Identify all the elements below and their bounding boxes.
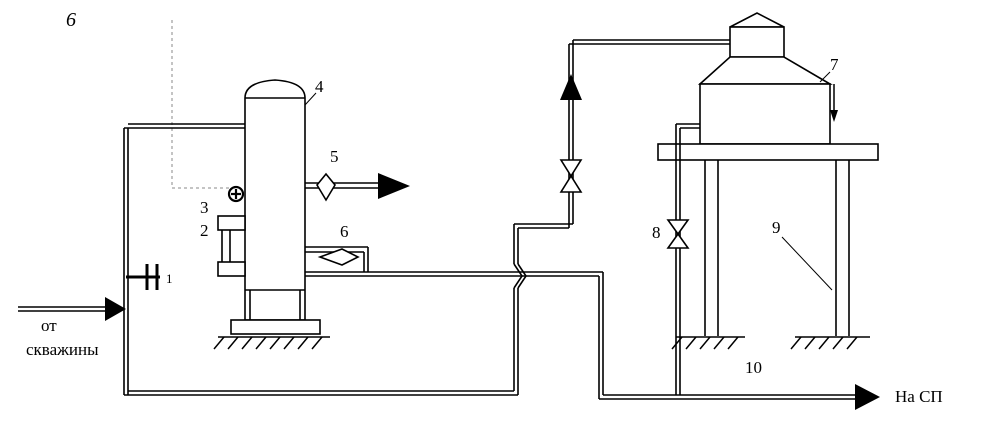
- outlet-label: На СП: [895, 387, 943, 406]
- ground-leg-right: [790, 336, 870, 350]
- inlet-label: от скважины: [26, 316, 99, 359]
- riser-valve: [559, 159, 583, 193]
- label-2: 2: [200, 221, 209, 240]
- drain-line-8: [675, 123, 700, 395]
- tank-internal-arrow: [830, 110, 838, 122]
- ground-separator: [213, 336, 330, 350]
- label-8: 8: [652, 223, 661, 242]
- control-signal-line: [171, 20, 238, 189]
- corner-mark: 6: [66, 9, 76, 31]
- label-6: 6: [340, 222, 349, 241]
- device-2: [217, 215, 246, 277]
- gauge-3: [227, 185, 245, 203]
- inlet-label-line1: от: [41, 316, 57, 335]
- valve-1: [126, 264, 160, 290]
- label-9: 9: [772, 218, 781, 237]
- label-4: 4: [315, 77, 324, 96]
- label-5: 5: [330, 147, 339, 166]
- label-1: 1: [166, 271, 173, 286]
- flowmeter-5: [316, 172, 336, 202]
- liquid-pipe-6: [305, 246, 860, 400]
- outlet-arrow: [855, 384, 880, 410]
- gas-outlet-arrow: [378, 173, 410, 199]
- label-7: 7: [830, 55, 839, 74]
- separator-leader-4: [304, 92, 317, 106]
- tank-7: [657, 12, 879, 161]
- riser-arrow: [560, 74, 582, 100]
- ground-leg-left: [671, 336, 745, 350]
- gas-outlet-pipe-5: [305, 182, 380, 189]
- leg-leader-9: [781, 236, 833, 291]
- return-pipe: [513, 39, 762, 395]
- separator-vessel: [230, 79, 321, 335]
- tower-legs: [704, 160, 850, 336]
- flowmeter-6: [317, 248, 360, 266]
- valve-8: [666, 219, 690, 249]
- inlet-label-line2: скважины: [26, 340, 99, 359]
- inlet-arrow: [105, 297, 126, 321]
- tank-leader-7: [819, 71, 831, 83]
- label-3: 3: [200, 198, 209, 217]
- ground-supports: [213, 336, 870, 350]
- label-10: 10: [745, 358, 762, 377]
